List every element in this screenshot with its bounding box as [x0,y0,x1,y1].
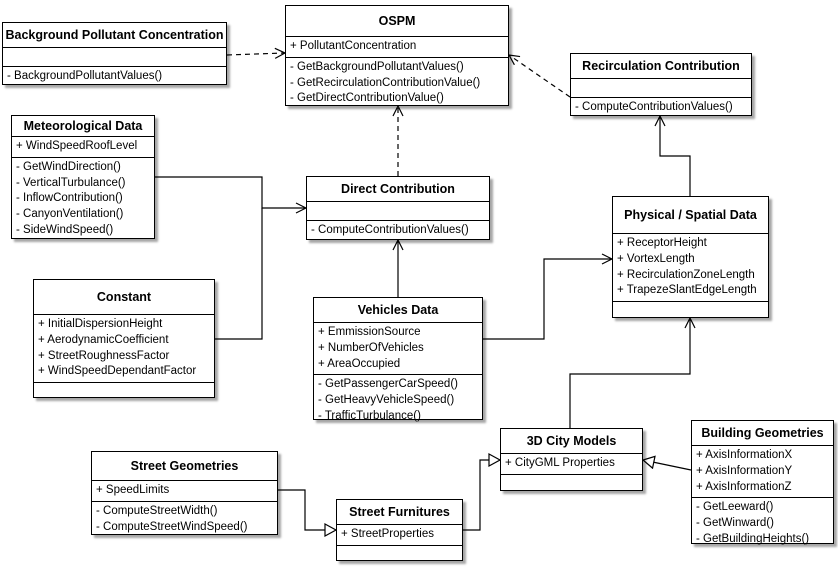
attribute: + WindSpeedRoofLevel [16,140,138,152]
class-name: Physical / Spatial Data [613,197,768,234]
attribute: + TrapezeSlantEdgeLength [617,284,757,297]
class-name: Recirculation Contribution [571,54,751,79]
attributes-section: + AxisInformationX + AxisInformationY + … [692,446,833,499]
attribute: + NumberOfVehicles [318,341,424,354]
attribute: + PollutantConcentration [290,40,417,52]
class-street-furnitures[interactable]: Street Furnitures + StreetProperties [336,499,463,561]
class-name: Constant [34,280,214,315]
methods-section [337,546,462,564]
attributes-section: + WindSpeedRoofLevel [12,137,154,158]
attributes-section: + ReceptorHeight + VortexLength + Recirc… [613,234,768,303]
relation-physical-recirculation [660,116,691,196]
attribute: + StreetRoughnessFactor [38,349,170,362]
method: - SideWindSpeed() [16,223,114,236]
methods-section [501,475,642,493]
class-name: Direct Contribution [307,177,489,202]
class-name: Street Geometries [92,452,277,481]
attribute: + AxisInformationX [696,449,793,461]
relation-constant-direct [215,208,263,340]
method: - ComputeStreetWidth() [96,504,218,517]
attribute: + AreaOccupied [318,357,401,370]
relation-background-ospm [226,53,285,55]
class-street-geometries[interactable]: Street Geometries + SpeedLimits - Comput… [91,451,278,535]
class-name: Meteorological Data [12,116,154,137]
class-meteorological-data[interactable]: Meteorological Data + WindSpeedRoofLevel… [11,115,155,239]
class-name: 3D City Models [501,429,642,454]
class-name: OSPM [286,6,508,37]
method: - GetBackgroundPollutantValues() [290,60,464,73]
class-recirculation-contribution[interactable]: Recirculation Contribution - ComputeCont… [570,53,752,116]
class-physical-spatial-data[interactable]: Physical / Spatial Data + ReceptorHeight… [612,196,769,318]
attributes-section: + CityGML Properties [501,454,642,475]
attribute: + CityGML Properties [505,457,615,469]
method: - VerticalTurbulance() [16,176,126,189]
methods-section: - ComputeStreetWidth() - ComputeStreetWi… [92,502,277,538]
method: - ComputeContributionValues() [575,101,733,113]
attribute: + EmmissionSource [318,326,421,338]
relation-meteorological-direct [155,176,306,208]
methods-section: - GetBackgroundPollutantValues() - GetRe… [286,58,508,109]
attribute: + SpeedLimits [96,484,170,496]
class-ospm[interactable]: OSPM + PollutantConcentration - GetBackg… [285,5,509,106]
relation-vehicles-physical [483,259,612,340]
class-name: Street Furnitures [337,500,462,525]
attributes-section: + InitialDispersionHeight + AerodynamicC… [34,315,214,384]
class-vehicles-data[interactable]: Vehicles Data + EmmissionSource + Number… [313,297,483,422]
method: - BackgroundPollutantValues() [7,70,163,82]
methods-section: - ComputeContributionValues() [571,98,751,118]
attribute: + InitialDispersionHeight [38,318,163,330]
method: - ComputeContributionValues() [311,224,469,236]
methods-section: - GetPassengerCarSpeed() - GetHeavyVehic… [314,375,482,426]
attributes-section: + StreetProperties [337,525,462,546]
class-3d-city-models[interactable]: 3D City Models + CityGML Properties [500,428,643,491]
relation-recirculation-ospm [509,55,571,98]
method: - GetRecirculationContributionValue() [290,76,481,89]
attributes-section: + EmmissionSource + NumberOfVehicles + A… [314,323,482,376]
method: - GetHeavyVehicleSpeed() [318,394,455,407]
methods-section: - GetLeeward() - GetWinward() - GetBuild… [692,498,833,549]
method: - ComputeStreetWindSpeed() [96,520,248,533]
attribute: + AerodynamicCoefficient [38,333,169,346]
attribute: + RecirculationZoneLength [617,268,755,281]
attribute: + ReceptorHeight [617,237,707,249]
relation-streetfurn-citymodels [463,460,500,531]
relation-streetgeo-streetfurn [278,489,336,530]
methods-section [34,383,214,401]
method: - GetBuildingHeights() [696,532,810,545]
class-constant[interactable]: Constant + InitialDispersionHeight + Aer… [33,279,215,398]
class-name: Vehicles Data [314,298,482,323]
relation-building-citymodels [643,460,692,471]
method: - TrafficTurbulance() [318,409,421,422]
methods-section: - BackgroundPollutantValues() [3,67,226,87]
class-direct-contribution[interactable]: Direct Contribution - ComputeContributio… [306,176,490,240]
attribute: + AxisInformationZ [696,480,792,493]
attributes-section [571,79,751,98]
attribute: + StreetProperties [341,528,435,540]
attribute: + VortexLength [617,252,695,265]
attributes-section [307,202,489,221]
class-background-pollutant-concentration[interactable]: Background Pollutant Concentration - Bac… [2,22,227,85]
methods-section [613,302,768,320]
method: - GetWindDirection() [16,160,121,173]
class-building-geometries[interactable]: Building Geometries + AxisInformationX +… [691,420,834,545]
attribute: + AxisInformationY [696,464,793,477]
attribute: + WindSpeedDependantFactor [38,365,197,378]
method: - GetDirectContributionValue() [290,92,444,105]
method: - GetWinward() [696,517,774,530]
attributes-section: + PollutantConcentration [286,37,508,58]
attributes-section [3,48,226,67]
methods-section: - ComputeContributionValues() [307,221,489,241]
relation-citymodels-physical [569,318,690,428]
method: - CanyonVentilation() [16,208,124,221]
method: - InflowContribution() [16,192,123,205]
attributes-section: + SpeedLimits [92,481,277,502]
method: - GetPassengerCarSpeed() [318,378,458,391]
class-name: Background Pollutant Concentration [3,23,226,48]
method: - GetLeeward() [696,501,774,514]
class-name: Building Geometries [692,421,833,446]
methods-section: - GetWindDirection() - VerticalTurbulanc… [12,158,154,241]
